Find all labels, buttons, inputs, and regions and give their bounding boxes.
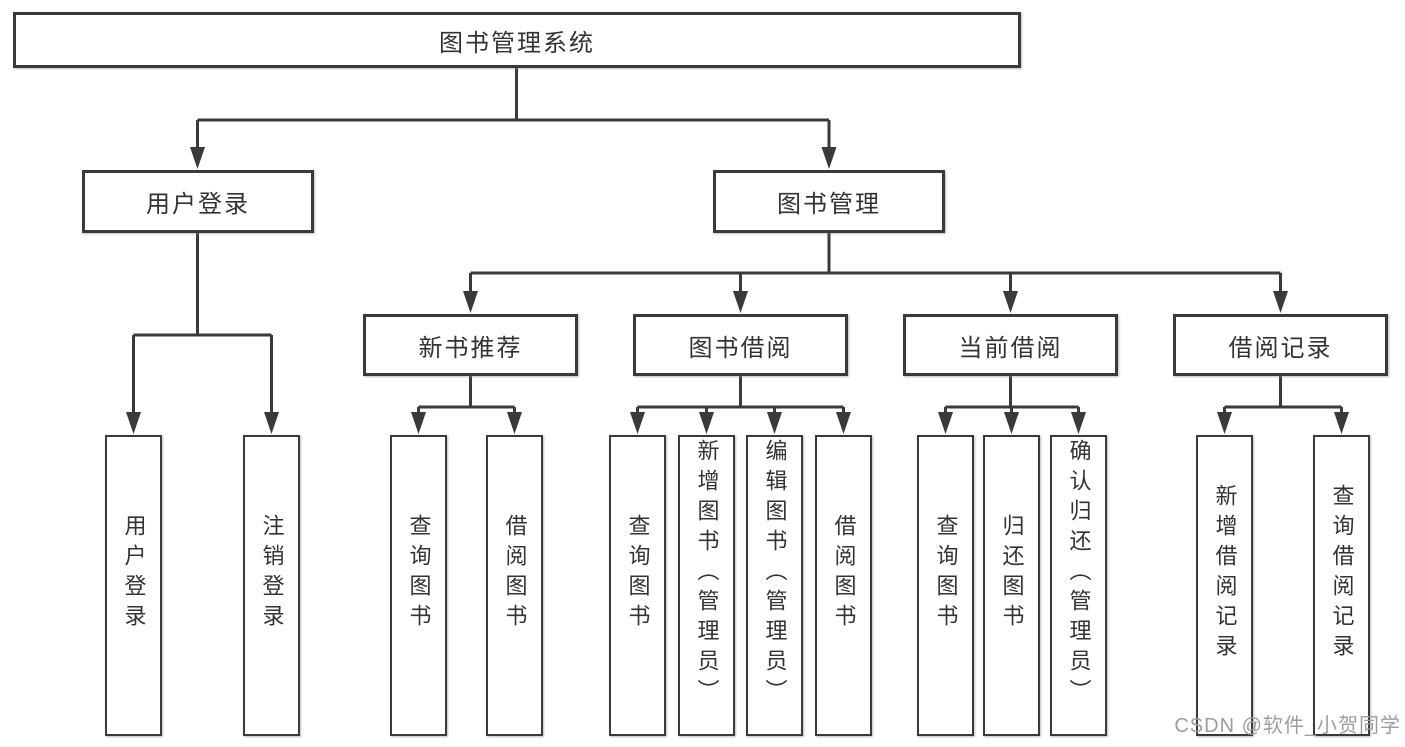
node-label: 新增借阅记录: [1212, 483, 1238, 664]
leaf-return-book: 归还图书: [983, 435, 1040, 736]
node-label: 确认归还（管理员）: [1066, 438, 1092, 709]
connector-bookmgmt-to-level3: [469, 233, 1282, 294]
connector-current-to-leaves: [944, 376, 1080, 414]
connector-root-to-level2: [196, 68, 831, 150]
node-library-system: 图书管理系统: [13, 12, 1021, 68]
node-book-borrow: 图书借阅: [633, 314, 848, 376]
leaf-query-borrow-record: 查询借阅记录: [1313, 435, 1370, 736]
leaf-borrow-books: 借阅图书: [815, 435, 872, 736]
node-label: 查询借阅记录: [1329, 483, 1355, 664]
node-new-book-recommend: 新书推荐: [363, 314, 578, 376]
node-user-login: 用户登录: [82, 170, 314, 233]
connector-borrow-to-leaves: [636, 376, 845, 414]
node-label: 用户登录: [146, 191, 250, 218]
node-label: 编辑图书（管理员）: [762, 438, 788, 709]
node-label: 当前借阅: [958, 334, 1063, 362]
node-label: 归还图书: [999, 513, 1025, 634]
node-current-borrow: 当前借阅: [903, 314, 1118, 376]
leaf-query-books-recommend: 查询图书: [390, 435, 447, 736]
leaf-add-borrow-record: 新增借阅记录: [1196, 435, 1253, 736]
node-borrow-records: 借阅记录: [1173, 314, 1388, 376]
node-label: 借阅图书: [831, 513, 857, 634]
node-label: 查询图书: [406, 513, 432, 634]
leaf-add-book-admin: 新增图书（管理员）: [678, 435, 735, 736]
csdn-watermark: CSDN @软件_小贺同学: [1174, 715, 1401, 737]
node-label: 查询图书: [625, 513, 651, 634]
node-label: 借阅图书: [502, 513, 528, 634]
node-book-management: 图书管理: [713, 170, 945, 233]
connector-recommend-to-leaves: [417, 376, 516, 414]
leaf-query-books-current: 查询图书: [917, 435, 974, 736]
node-label: 借阅记录: [1228, 334, 1333, 362]
node-label: 图书管理: [777, 191, 881, 218]
node-label: 图书借阅: [688, 334, 793, 362]
leaf-confirm-return-admin: 确认归还（管理员）: [1050, 435, 1107, 736]
node-label: 新增图书（管理员）: [694, 438, 720, 709]
leaf-logout: 注销登录: [243, 435, 300, 736]
node-label: 图书管理系统: [439, 29, 595, 57]
leaf-edit-book-admin: 编辑图书（管理员）: [746, 435, 803, 736]
leaf-borrow-books-recommend: 借阅图书: [486, 435, 543, 736]
node-label: 新书推荐: [418, 334, 523, 362]
leaf-user-login: 用户登录: [105, 435, 162, 736]
node-label: 查询图书: [933, 513, 959, 634]
node-label: 用户登录: [121, 513, 147, 634]
leaf-query-books-borrow: 查询图书: [609, 435, 666, 736]
connector-userlogin-to-leaves: [132, 233, 273, 414]
node-label: 注销登录: [259, 513, 285, 634]
connector-records-to-leaves: [1223, 376, 1343, 414]
